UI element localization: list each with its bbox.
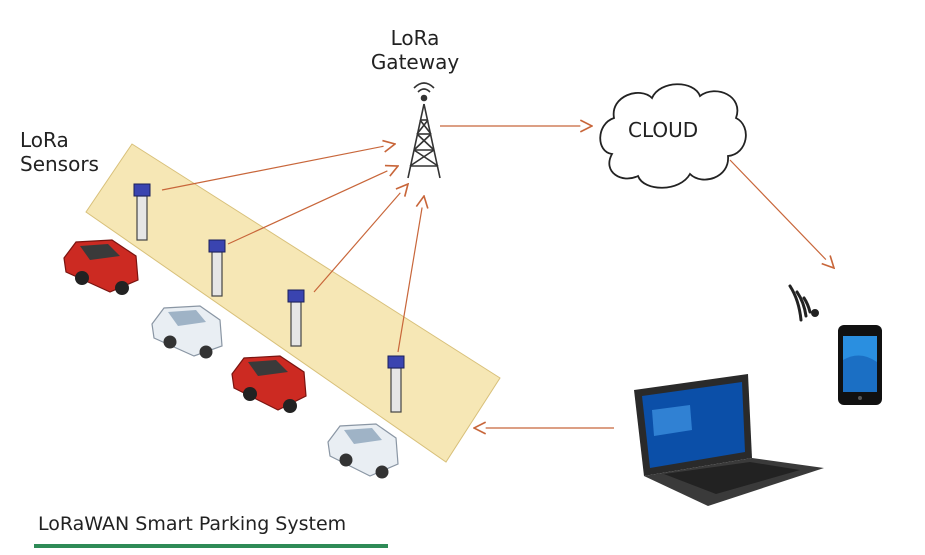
gateway-tower-icon [407, 82, 441, 179]
sensor2-to-gateway-arrow [227, 166, 398, 245]
red-car-icon [231, 355, 307, 413]
cloud-icon [599, 83, 747, 189]
sensor-post-4 [387, 355, 405, 413]
sensor4-to-gateway-arrow [397, 196, 424, 353]
gateway-label-line2: Gateway [370, 50, 460, 74]
caption-underline [34, 544, 388, 548]
smartphone-icon [838, 325, 882, 405]
sensors-label-line2: Sensors [20, 152, 99, 176]
red-car-icon [63, 239, 139, 295]
sensor-post-1 [133, 183, 151, 241]
cloud-to-phone-arrow [729, 159, 834, 268]
sensor-post-3 [287, 289, 305, 347]
gateway-label-line1: LoRa [390, 26, 440, 50]
sensor-post-2 [208, 239, 226, 297]
wifi-signal-icon [788, 284, 819, 322]
sensors-label-line1: LoRa [20, 128, 69, 152]
gateway-label: LoRa Gateway [350, 26, 480, 74]
sensor3-to-gateway-arrow [313, 184, 408, 293]
laptop-icon [634, 374, 824, 506]
cloud-label: CLOUD [628, 118, 699, 142]
sensors-label: LoRa Sensors [20, 128, 99, 176]
sensor1-to-gateway-arrow [161, 144, 395, 191]
white-car-icon [151, 305, 223, 359]
diagram-caption: LoRaWAN Smart Parking System [38, 513, 347, 535]
white-car-icon [327, 423, 399, 479]
